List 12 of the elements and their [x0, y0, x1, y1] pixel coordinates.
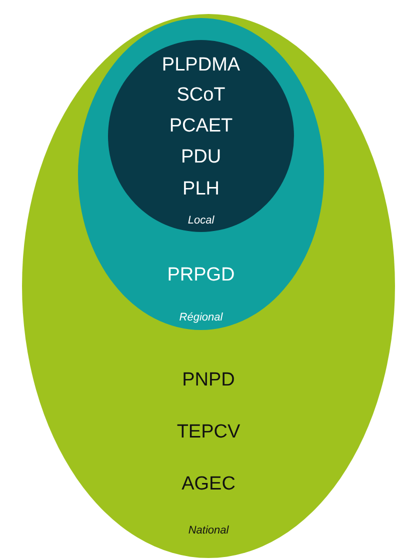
plan-label: PNPD: [182, 370, 235, 390]
plan-label: PLPDMA: [162, 56, 240, 74]
plan-label: PCAET: [169, 116, 233, 136]
plan-label: SCoT: [176, 86, 226, 104]
level-label: Régional: [179, 312, 223, 324]
plan-label: PRPGD: [167, 266, 235, 284]
plan-label: PLH: [182, 180, 220, 198]
plan-label: AGEC: [182, 474, 236, 494]
level-label: Local: [188, 216, 214, 226]
plan-label: TEPCV: [176, 422, 240, 442]
plan-label: PDU: [180, 148, 222, 166]
level-label: National: [188, 526, 229, 536]
